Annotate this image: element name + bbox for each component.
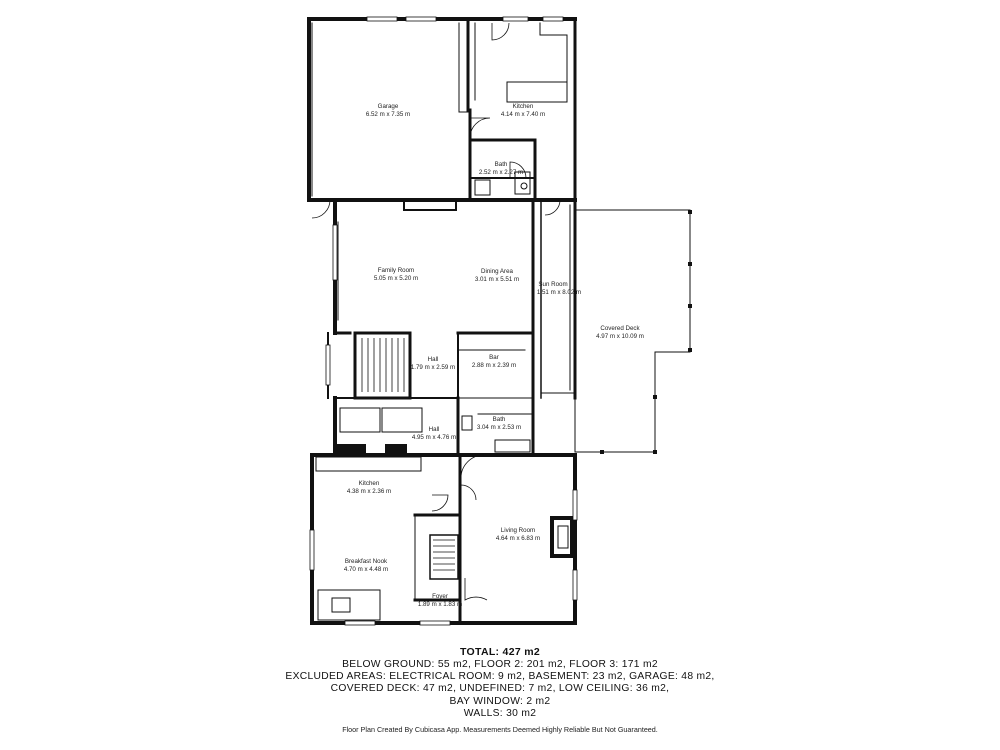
- bath-lower-name: Bath: [493, 416, 506, 423]
- area-summary: TOTAL: 427 m2 BELOW GROUND: 55 m2, FLOOR…: [0, 646, 1000, 720]
- hall-lower-dims: 4.95 m x 4.76 m: [412, 434, 456, 441]
- sun-room-name: Sun Room: [538, 281, 567, 288]
- breakfast-nook-name: Breakfast Nook: [345, 558, 388, 565]
- floor-plan: Garage 6.52 m x 7.35 m Kitchen 4.14 m x …: [307, 16, 692, 626]
- kitchen-upper-name: Kitchen: [513, 103, 534, 110]
- foyer-stair-walls: [413, 534, 462, 602]
- total-area: TOTAL: 427 m2: [460, 646, 540, 658]
- summary-line-3: COVERED DECK: 47 m2, UNDEFINED: 7 m2, LO…: [330, 683, 670, 695]
- kitchen-lower-dims: 4.38 m x 2.36 m: [347, 488, 391, 495]
- living-room-dims: 4.64 m x 6.83 m: [496, 535, 540, 542]
- disclaimer-footer: Floor Plan Created By Cubicasa App. Meas…: [342, 725, 658, 734]
- kitchen-lower-name: Kitchen: [359, 480, 380, 487]
- hall-stair-walls: [327, 331, 534, 400]
- lower-hall-walls: [333, 396, 423, 457]
- lower-bath-walls: [456, 396, 535, 457]
- garage-dims: 6.52 m x 7.35 m: [366, 111, 410, 118]
- family-room-name: Family Room: [378, 267, 414, 274]
- summary-line-5: WALLS: 30 m2: [463, 707, 537, 719]
- garage-name: Garage: [378, 103, 399, 110]
- kitchen-upper-dims: 4.14 m x 7.40 m: [501, 111, 545, 118]
- dining-area-dims: 3.01 m x 5.51 m: [475, 276, 519, 283]
- deck-posts: [600, 210, 692, 454]
- covered-deck-dims: 4.97 m x 10.09 m: [596, 333, 644, 340]
- upper-bath-walls: [469, 138, 537, 202]
- dining-area-name: Dining Area: [481, 268, 514, 275]
- foyer-dims: 1.89 m x 1.83 m: [418, 601, 462, 608]
- stair-treads: [361, 338, 455, 571]
- living-room-name: Living Room: [501, 527, 535, 534]
- covered-deck-name: Covered Deck: [600, 325, 640, 332]
- summary-line-4: BAY WINDOW: 2 m2: [449, 695, 551, 707]
- lower-kitchen-walls: [310, 453, 462, 625]
- windows: [309, 16, 578, 626]
- sun-room-dims: 1.51 m x 8.02 m: [537, 289, 581, 296]
- breakfast-nook-dims: 4.70 m x 4.48 m: [344, 566, 388, 573]
- door-swings: [311, 22, 561, 601]
- bar-name: Bar: [489, 354, 499, 361]
- bath-lower-dims: 3.04 m x 2.53 m: [477, 424, 521, 431]
- bath-upper-name: Bath: [495, 161, 508, 168]
- bar-dims: 2.88 m x 2.39 m: [472, 362, 516, 369]
- hall-lower-name: Hall: [429, 426, 440, 433]
- summary-line-2: EXCLUDED AREAS: ELECTRICAL ROOM: 9 m2, B…: [285, 671, 715, 683]
- foyer-name: Foyer: [432, 593, 448, 600]
- bath-upper-dims: 2.52 m x 2.27 m: [479, 169, 523, 176]
- upper-kitchen-walls: [466, 17, 577, 202]
- hall-upper-dims: 1.79 m x 2.59 m: [411, 364, 455, 371]
- sun-room-walls: [540, 198, 577, 400]
- hall-upper-name: Hall: [428, 356, 439, 363]
- summary-line-1: BELOW GROUND: 55 m2, FLOOR 2: 201 m2, FL…: [342, 659, 658, 670]
- family-room-dims: 5.05 m x 5.20 m: [374, 275, 418, 282]
